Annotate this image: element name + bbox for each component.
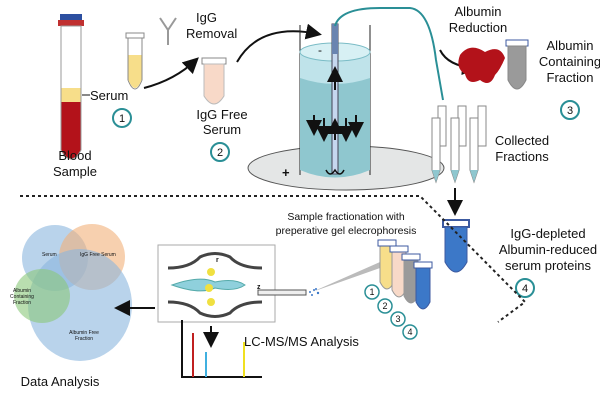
venn-label-serum: Serum: [42, 252, 57, 258]
albumin-containing-tube: [505, 39, 529, 90]
sample-badge-3: 3: [390, 311, 406, 327]
mass-spectrometer-icon: r z: [157, 244, 276, 323]
svg-text:1: 1: [369, 287, 374, 297]
svg-text:4: 4: [407, 327, 412, 337]
data-analysis-label: Data Analysis: [21, 374, 100, 389]
antibody-icon: [159, 17, 177, 45]
depleted-protein-tube: [442, 219, 470, 273]
step-4-badge: 4: [515, 278, 535, 298]
lcms-label: LC-MS/MS Analysis: [244, 334, 359, 349]
elution-tubing: [334, 7, 444, 101]
ms-r-label: r: [216, 257, 219, 264]
blood-tube: [58, 14, 84, 160]
svg-text:1: 1: [119, 113, 125, 125]
sample-badge-4: 4: [402, 324, 418, 340]
spray-droplets: [309, 288, 320, 296]
ms-z-label: z: [257, 284, 261, 291]
svg-text:3: 3: [395, 314, 400, 324]
sample-tubes: [377, 239, 433, 310]
serum-label: Serum: [90, 88, 128, 103]
sample-badge-1: 1: [364, 284, 380, 300]
cathode-minus: -: [318, 43, 322, 57]
anode-plus: +: [282, 165, 290, 180]
step-3-badge: 3: [560, 100, 580, 120]
step-2-badge: 2: [210, 142, 230, 162]
step-1-badge: 1: [112, 108, 132, 128]
serum-tube: [125, 32, 145, 90]
arrow-to-gel: [236, 23, 322, 63]
svg-text:2: 2: [382, 301, 387, 311]
collected-fraction-tubes: [431, 105, 487, 184]
sample-badge-2: 2: [377, 298, 393, 314]
svg-text:4: 4: [522, 283, 528, 295]
ms-inlet: [257, 289, 307, 296]
svg-text:2: 2: [217, 147, 223, 159]
section-divider: [20, 195, 527, 323]
venn-label-igg-free: IgG Free Serum: [80, 252, 116, 258]
mass-spectrum-icon: [181, 320, 262, 378]
svg-text:3: 3: [567, 105, 573, 117]
igg-free-serum-tube: [201, 57, 227, 105]
albumin-protein-shape: [458, 47, 505, 84]
gel-electrophoresis-apparatus: + -: [247, 23, 445, 191]
electrospray: [312, 262, 380, 292]
arrow-to-igg-removal: [143, 57, 199, 89]
